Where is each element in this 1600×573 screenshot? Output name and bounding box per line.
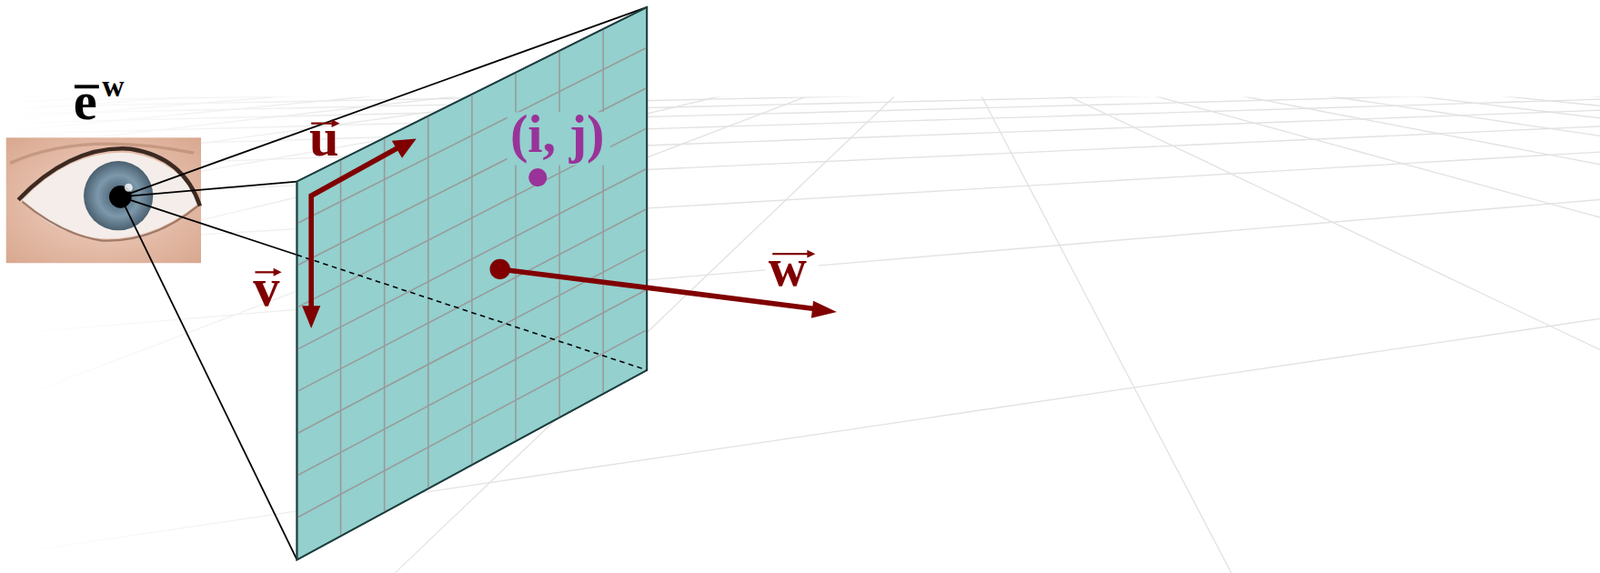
floor-line — [1219, 91, 1600, 272]
floor-line — [1463, 91, 1600, 169]
pixel-grid-line — [427, 116, 430, 490]
floor-line — [1059, 91, 1600, 568]
pixel-grid-line — [471, 94, 473, 465]
pixel-grid-line — [383, 138, 386, 514]
floor-line — [0, 228, 1600, 573]
eye-photo — [6, 137, 202, 263]
pixel-grid-line — [296, 330, 647, 519]
floor-line — [0, 91, 1575, 145]
floor-line — [0, 146, 1600, 354]
frustum-line — [120, 7, 647, 561]
floor-line — [1141, 92, 1600, 384]
floor-line — [0, 97, 1600, 216]
axis-arrow — [311, 148, 398, 311]
axis-label: v — [252, 261, 280, 315]
superscript-label: w — [101, 70, 124, 102]
arrow-head — [301, 305, 321, 329]
eye-point-label: e — [73, 75, 98, 129]
arrow-head — [392, 138, 417, 158]
pixel-label: (i, j) — [510, 108, 605, 162]
pixel-grid-line — [340, 160, 343, 537]
pixel-grid-line — [602, 29, 604, 394]
axis-label: u — [309, 111, 339, 165]
floor-line — [0, 91, 1600, 182]
floor-grid — [0, 91, 1600, 573]
floor-line — [979, 92, 1265, 573]
floor-line — [0, 91, 7, 98]
pixel-grid-line — [296, 289, 647, 476]
center-dot — [489, 259, 510, 280]
floor-line — [1388, 92, 1600, 189]
pixel-grid-line — [296, 249, 647, 434]
pixel-grid-line — [296, 47, 647, 224]
pixel-grid-line — [296, 209, 647, 393]
pixel-dot — [528, 168, 547, 187]
axis-label: w — [768, 241, 807, 295]
pixel-grid-line — [296, 168, 647, 350]
arrow-head — [811, 301, 837, 319]
hidden-ray — [296, 254, 647, 371]
floor-line — [0, 91, 264, 103]
pixel-grid-line — [558, 50, 561, 418]
